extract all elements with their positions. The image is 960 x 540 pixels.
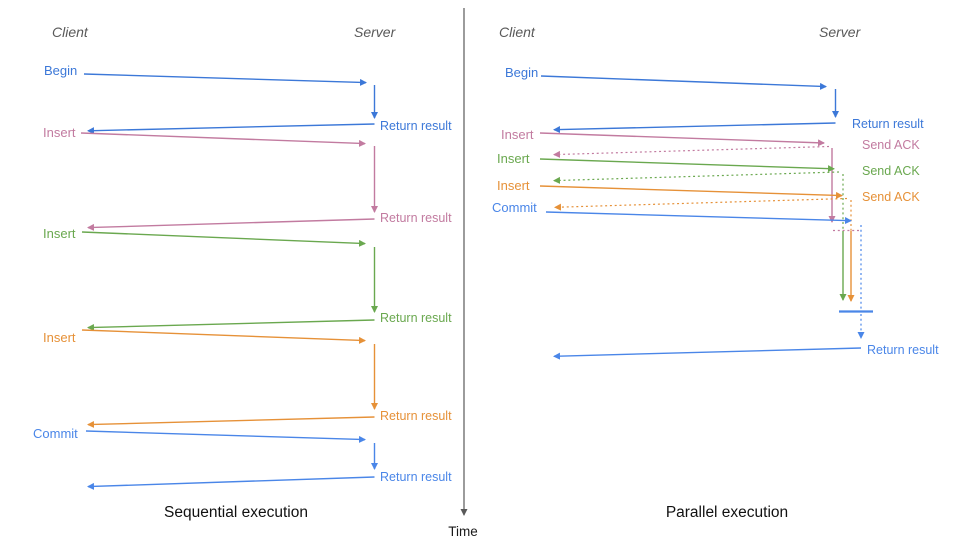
seq-insert1-return-arrow — [87, 218, 375, 231]
seq-insert2-return-label: Return result — [380, 311, 452, 325]
seq-insert1-label: Insert — [43, 125, 76, 140]
par-final-return-label: Return result — [867, 343, 939, 357]
par-insert2-request-arrow — [539, 158, 835, 173]
seq-commit-return-arrow — [87, 476, 375, 490]
parallel-panel: Client Server Begin Return result Insert… — [492, 24, 939, 521]
par-commit-request-arrow — [545, 211, 852, 225]
seq-begin-request-arrow — [83, 73, 367, 86]
seq-commit-label: Commit — [33, 426, 78, 441]
par-begin-request-arrow — [540, 75, 827, 90]
seq-insert2-return-arrow — [87, 319, 375, 331]
seq-begin-label: Begin — [44, 63, 77, 78]
par-begin-label: Begin — [505, 65, 538, 80]
seq-insert3-label: Insert — [43, 330, 76, 345]
par-insert1-ack-label: Send ACK — [862, 138, 920, 152]
par-insert1-ack-arrow — [553, 145, 830, 158]
time-axis-label: Time — [448, 524, 478, 539]
par-begin-return-label: Return result — [852, 117, 924, 131]
par-insert3-ack-label: Send ACK — [862, 190, 920, 204]
seq-insert1-return-label: Return result — [380, 211, 452, 225]
par-final-return-arrow — [553, 347, 862, 360]
seq-insert1-request-arrow — [80, 132, 366, 147]
seq-commit-request-arrow — [85, 430, 366, 443]
seq-insert2-label: Insert — [43, 226, 76, 241]
par-insert3-ack-arrow — [554, 197, 848, 211]
par-insert2-label: Insert — [497, 151, 530, 166]
seq-insert2-request-arrow — [81, 231, 366, 247]
seq-begin-return-arrow — [87, 123, 375, 135]
seq-server-header: Server — [354, 24, 397, 40]
sequential-panel-title: Sequential execution — [164, 504, 308, 521]
par-insert3-request-arrow — [539, 185, 843, 199]
seq-client-header: Client — [52, 24, 89, 40]
par-insert1-request-arrow — [539, 132, 825, 147]
par-commit-label: Commit — [492, 200, 537, 215]
par-server-header: Server — [819, 24, 862, 40]
par-insert2-ack-arrow — [553, 171, 840, 184]
seq-insert3-return-arrow — [87, 416, 375, 428]
parallel-panel-title: Parallel execution — [666, 504, 788, 521]
par-begin-return-arrow — [553, 122, 836, 134]
time-axis: Time — [448, 8, 478, 539]
sequential-panel: Client Server Begin Return result Insert… — [33, 24, 452, 521]
seq-commit-return-label: Return result — [380, 470, 452, 484]
seq-begin-return-label: Return result — [380, 119, 452, 133]
par-insert3-label: Insert — [497, 178, 530, 193]
seq-insert3-return-label: Return result — [380, 409, 452, 423]
par-insert2-ack-label: Send ACK — [862, 164, 920, 178]
par-insert1-label: Insert — [501, 127, 534, 142]
par-client-header: Client — [499, 24, 536, 40]
seq-insert3-request-arrow — [81, 329, 366, 344]
